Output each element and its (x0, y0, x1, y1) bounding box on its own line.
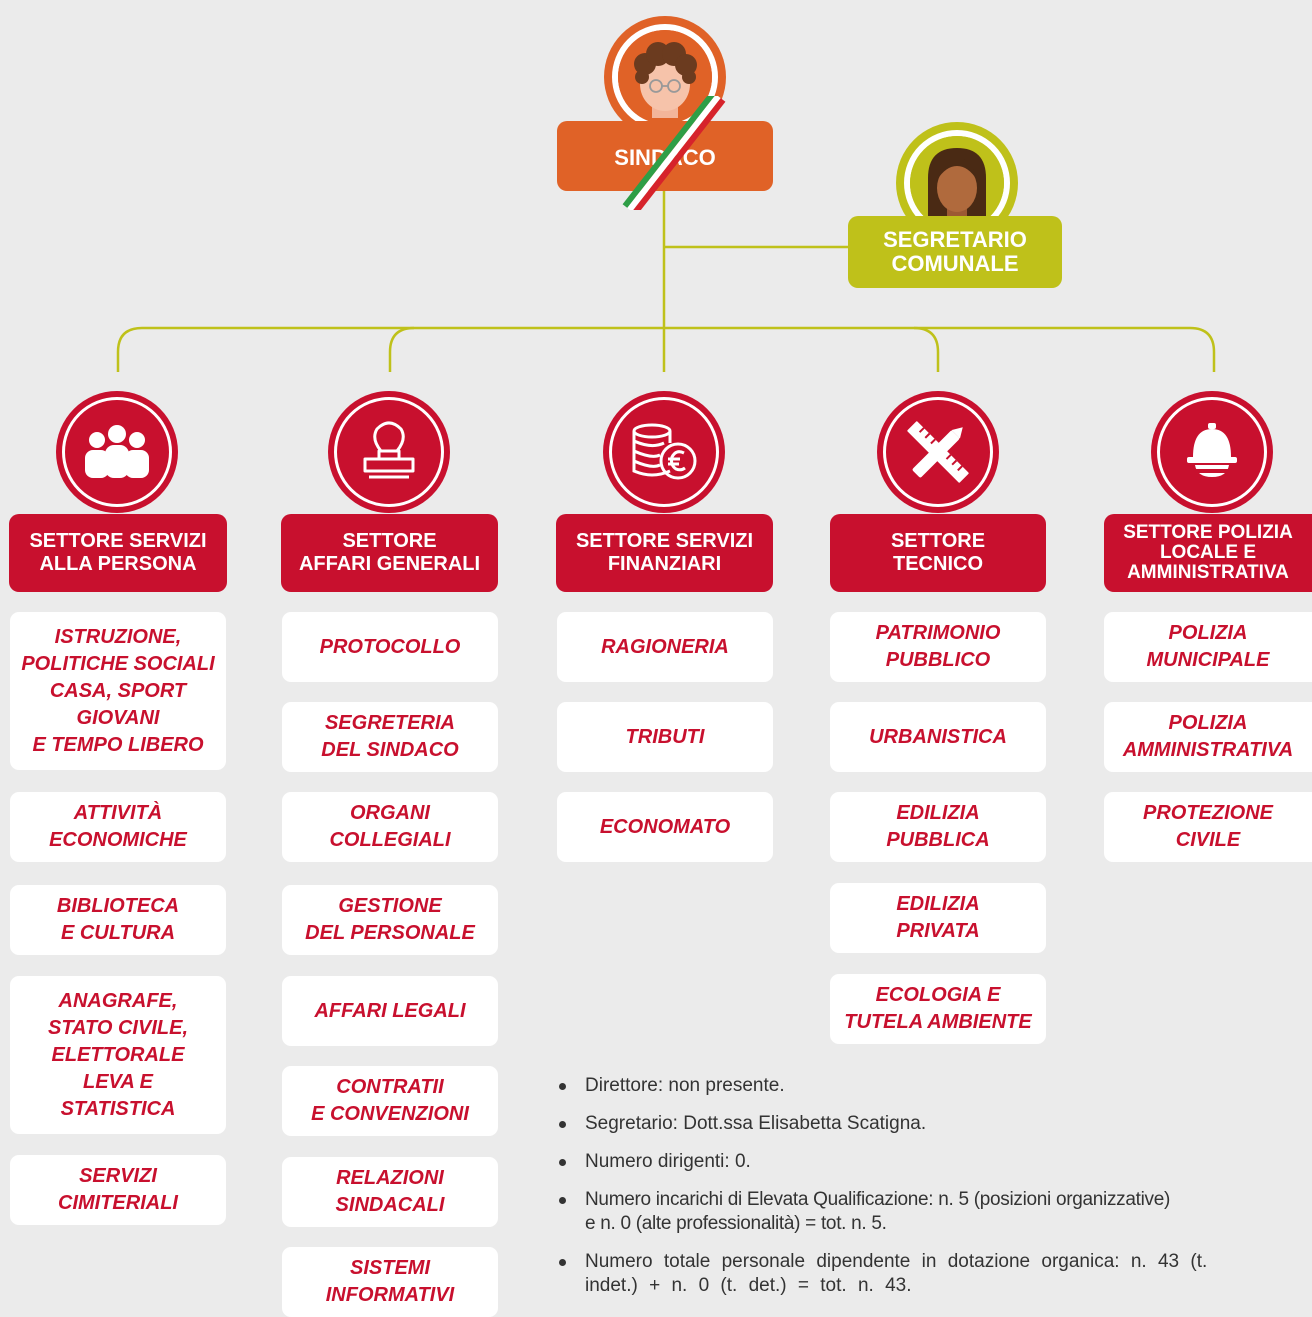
sector-title-label: SETTORE POLIZIA LOCALE E AMMINISTRATIVA (1123, 522, 1293, 583)
info-list: Direttore: non presente. Segretario: Dot… (555, 1074, 1312, 1312)
unit-box: RAGIONERIA (557, 612, 773, 682)
unit-label: URBANISTICA (869, 725, 1007, 748)
unit-box: AFFARI LEGALI (282, 976, 498, 1046)
unit-label: AFFARI LEGALI (314, 999, 466, 1022)
info-item-incarichi: Numero incarichi di Elevata Qualificazio… (555, 1188, 1312, 1236)
unit-box: PATRIMONIO PUBBLICO (830, 612, 1046, 682)
sector-title-label: SETTORE TECNICO (890, 530, 986, 575)
unit-label: EDILIZIA PRIVATA (896, 893, 980, 942)
unit-label: ATTIVITÀ ECONOMICHE (49, 802, 187, 851)
unit-label: ISTRUZIONE, POLITICHE SOCIALI CASA, SPOR… (21, 625, 215, 756)
unit-box: EDILIZIA PRIVATA (830, 883, 1046, 953)
unit-box: SEGRETERIA DEL SINDACO (282, 702, 498, 772)
secretary-avatar-icon (910, 136, 1004, 230)
sector-title-label: SETTORE SERVIZI ALLA PERSONA (29, 530, 207, 575)
tricolor-sash-icon (622, 96, 726, 210)
police-helmet-icon (1187, 423, 1237, 477)
unit-box: ATTIVITÀ ECONOMICHE (10, 792, 226, 862)
mayor-avatar (604, 16, 726, 138)
ruler-pencil-icon (907, 421, 969, 483)
unit-box: POLIZIA AMMINISTRATIVA (1104, 702, 1312, 772)
unit-box: BIBLIOTECA E CULTURA (10, 885, 226, 955)
segretario-label: SEGRETARIO COMUNALE (883, 227, 1027, 276)
unit-box: POLIZIA MUNICIPALE (1104, 612, 1312, 682)
unit-label: EDILIZIA PUBBLICA (886, 802, 990, 851)
unit-label: PATRIMONIO PUBBLICO (875, 622, 1001, 671)
unit-label: ANAGRAFE, STATO CIVILE, ELETTORALE LEVA … (47, 989, 188, 1120)
unit-box: RELAZIONI SINDACALI (282, 1157, 498, 1227)
unit-label: PROTEZIONE CIVILE (1142, 802, 1273, 851)
unit-label: POLIZIA AMMINISTRATIVA (1122, 712, 1294, 761)
sector-title-tecnico: SETTORE TECNICO (830, 514, 1046, 592)
unit-box: SERVIZI CIMITERIALI (10, 1155, 226, 1225)
unit-box: URBANISTICA (830, 702, 1046, 772)
mayor-avatar-icon (618, 30, 712, 124)
sector-title-label: SETTORE AFFARI GENERALI (298, 530, 481, 575)
unit-box: ECOLOGIA E TUTELA AMBIENTE (830, 974, 1046, 1044)
unit-label: ORGANI COLLEGIALI (329, 802, 451, 851)
unit-box: PROTEZIONE CIVILE (1104, 792, 1312, 862)
unit-label: ECONOMATO (599, 815, 731, 838)
unit-box: ECONOMATO (557, 792, 773, 862)
unit-box: GESTIONE DEL PERSONALE (282, 885, 498, 955)
unit-label: SEGRETERIA DEL SINDACO (321, 712, 459, 761)
unit-box: ORGANI COLLEGIALI (282, 792, 498, 862)
sector-title-servizi-persona: SETTORE SERVIZI ALLA PERSONA (9, 514, 227, 592)
unit-box: TRIBUTI (557, 702, 773, 772)
info-item-direttore: Direttore: non presente. (555, 1074, 1312, 1098)
branch-col2-line (388, 326, 415, 372)
sector-title-label: SETTORE SERVIZI FINANZIARI (575, 530, 754, 575)
sector-title-affari-generali: SETTORE AFFARI GENERALI (281, 514, 498, 592)
unit-box: EDILIZIA PUBBLICA (830, 792, 1046, 862)
sector-icon-polizia (1151, 391, 1273, 513)
info-item-personale: Numero totale personale dipendente in do… (555, 1250, 1312, 1298)
coins-euro-icon (632, 423, 697, 480)
sector-icon-servizi-persona (56, 391, 178, 513)
unit-box: ANAGRAFE, STATO CIVILE, ELETTORALE LEVA … (10, 976, 226, 1134)
stamp-icon (363, 421, 415, 479)
unit-label: TRIBUTI (625, 725, 705, 748)
unit-label: PROTOCOLLO (319, 635, 461, 658)
sector-icon-affari-generali (328, 391, 450, 513)
info-item-dirigenti: Numero dirigenti: 0. (555, 1150, 1312, 1174)
unit-label: GESTIONE DEL PERSONALE (305, 895, 475, 944)
unit-label: POLIZIA MUNICIPALE (1146, 622, 1270, 671)
unit-label: RELAZIONI SINDACALI (335, 1167, 445, 1216)
unit-label: SISTEMI INFORMATIVI (325, 1257, 455, 1306)
sector-bus-line (116, 326, 1216, 372)
unit-box: CONTRATII E CONVENZIONI (282, 1066, 498, 1136)
info-item-segretario: Segretario: Dott.ssa Elisabetta Scatigna… (555, 1112, 1312, 1136)
unit-label: ECOLOGIA E TUTELA AMBIENTE (844, 984, 1032, 1033)
sector-title-servizi-finanziari: SETTORE SERVIZI FINANZIARI (556, 514, 773, 592)
unit-label: RAGIONERIA (601, 635, 729, 658)
unit-box: PROTOCOLLO (282, 612, 498, 682)
unit-label: CONTRATII E CONVENZIONI (311, 1076, 469, 1125)
unit-box: SISTEMI INFORMATIVI (282, 1247, 498, 1317)
sector-icon-servizi-finanziari (603, 391, 725, 513)
sector-icon-tecnico (877, 391, 999, 513)
unit-box: ISTRUZIONE, POLITICHE SOCIALI CASA, SPOR… (10, 612, 226, 770)
unit-label: SERVIZI CIMITERIALI (58, 1165, 178, 1214)
branch-col4-line (913, 326, 940, 372)
people-group-icon (85, 425, 149, 478)
unit-label: BIBLIOTECA E CULTURA (56, 895, 180, 944)
sector-title-polizia: SETTORE POLIZIA LOCALE E AMMINISTRATIVA (1104, 514, 1312, 592)
segretario-box: SEGRETARIO COMUNALE (848, 216, 1062, 288)
